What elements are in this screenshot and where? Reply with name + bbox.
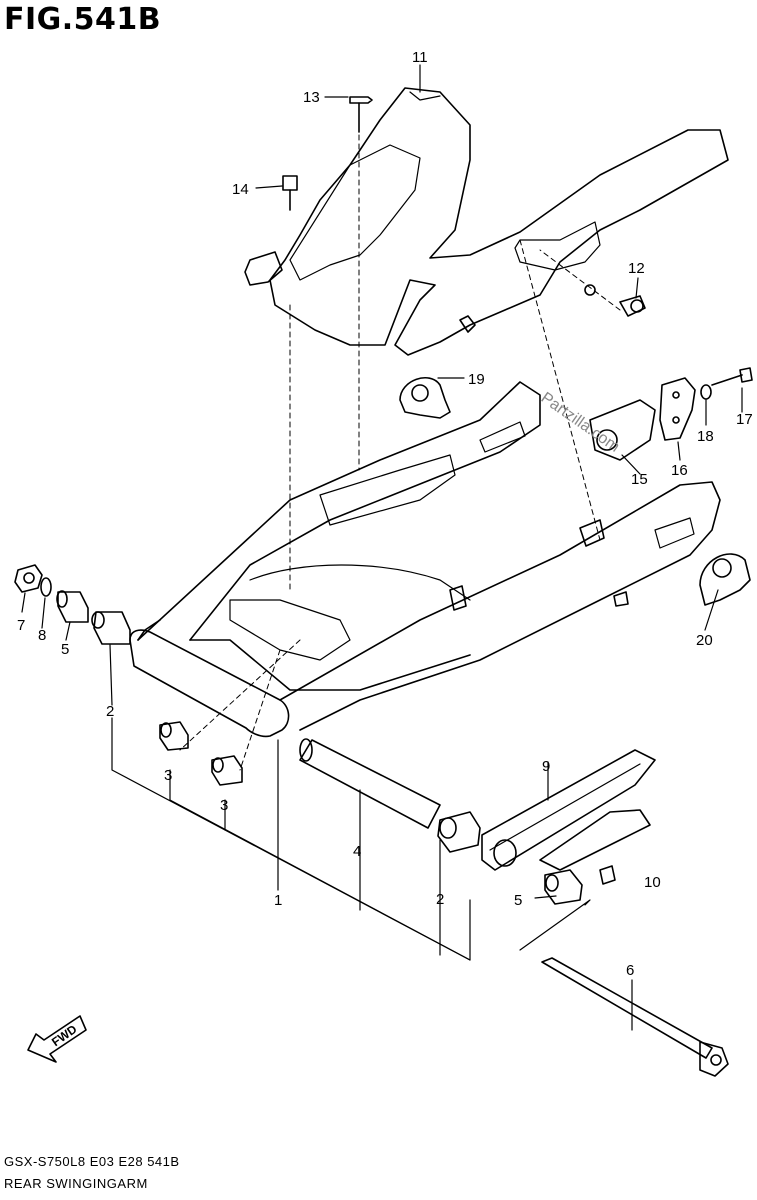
footer-caption: REAR SWINGINGARM: [4, 1176, 148, 1191]
footer-model-code: GSX-S750L8 E03 E28 541B: [4, 1154, 180, 1169]
spacer-5-right: [544, 869, 583, 905]
callout-5-right: 5: [514, 892, 522, 909]
washer-8: [40, 577, 52, 597]
bolt-17: [711, 367, 753, 386]
callout-9: 9: [542, 758, 550, 775]
adjuster-15: [589, 399, 656, 461]
leader-lines: [21, 64, 743, 1031]
pivot-tube-4: [299, 738, 441, 829]
washer-18: [700, 384, 712, 400]
chain-slider-9: [481, 749, 656, 871]
callout-10: 10: [644, 874, 661, 891]
chain-guard-part: [244, 87, 729, 356]
callout-3-a: 3: [164, 767, 172, 784]
callout-2-left: 2: [106, 703, 114, 720]
watermark: Partzilla.com: [538, 389, 623, 455]
callout-18: 18: [697, 428, 714, 445]
callout-20: 20: [696, 632, 713, 649]
plate-16: [659, 377, 696, 441]
swingarm-part: [129, 381, 721, 738]
bearing-2-left: [91, 611, 131, 645]
bearing-3-a: [159, 721, 189, 751]
callout-4: 4: [353, 843, 361, 860]
callout-13: 13: [303, 89, 320, 106]
screw-14: [282, 175, 298, 211]
screw-13: [349, 96, 373, 133]
callout-17: 17: [736, 411, 753, 428]
callout-1: 1: [274, 892, 282, 909]
fwd-arrow-icon: FWD: [27, 1015, 87, 1063]
callout-19: 19: [468, 371, 485, 388]
callout-11: 11: [412, 49, 428, 66]
bearing-2-right: [437, 811, 481, 853]
callout-12: 12: [628, 260, 645, 277]
callout-8: 8: [38, 627, 46, 644]
pivot-shaft-6: [541, 957, 729, 1077]
callout-3-b: 3: [220, 797, 228, 814]
callout-7: 7: [17, 617, 25, 634]
callout-14: 14: [232, 181, 249, 198]
nut-7: [14, 564, 43, 593]
grouping-lines: [111, 717, 591, 961]
callout-16: 16: [671, 462, 688, 479]
callout-6: 6: [626, 962, 634, 979]
callout-2-right: 2: [436, 891, 444, 908]
bracket-10: [539, 809, 651, 885]
spacer-5-left: [56, 590, 89, 623]
alignment-lines: [179, 134, 621, 771]
bracket-20: [699, 553, 751, 606]
bearing-3-b: [211, 755, 243, 786]
screw-12: [619, 295, 646, 317]
figure-title: FIG.541B: [4, 2, 162, 37]
bracket-19: [399, 376, 451, 419]
callout-15: 15: [631, 471, 648, 488]
callout-5-left: 5: [61, 641, 69, 658]
